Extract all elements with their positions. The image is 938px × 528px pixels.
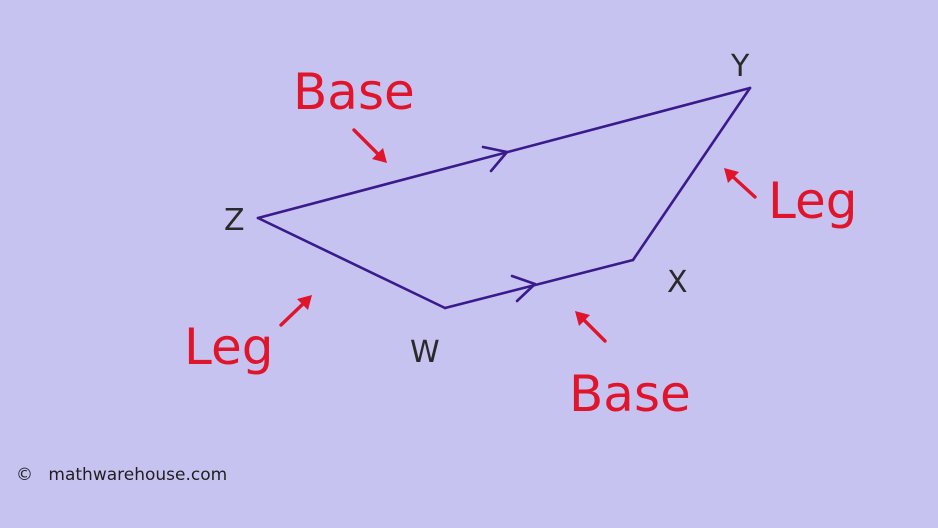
- edge-xw: [443, 258, 635, 310]
- vertex-label-z: Z: [224, 203, 245, 238]
- edge-wz: [256, 216, 447, 310]
- vertex-label-w: W: [410, 335, 440, 370]
- vertex-label-x: X: [667, 265, 688, 300]
- copyright-credit: © mathwarehouse.com: [16, 465, 227, 485]
- arrow-bottom-base: [575, 311, 607, 343]
- arrow-right-leg: [724, 168, 757, 199]
- edge-zy: [256, 86, 752, 220]
- credit-site: mathwarehouse.com: [48, 465, 227, 485]
- edge-yx: [631, 86, 752, 262]
- parallel-marker-top: [481, 145, 509, 173]
- label-top-base: Base: [293, 63, 415, 121]
- label-right-leg: Leg: [768, 172, 857, 230]
- parallel-marker-bottom: [510, 274, 537, 303]
- copyright-symbol: ©: [16, 465, 33, 485]
- vertex-label-y: Y: [730, 49, 750, 84]
- label-bottom-base: Base: [569, 365, 691, 423]
- arrow-top-base: [352, 128, 387, 163]
- trapezoid-edges: [256, 86, 752, 310]
- label-left-leg: Leg: [184, 318, 273, 376]
- arrow-left-leg: [279, 295, 312, 327]
